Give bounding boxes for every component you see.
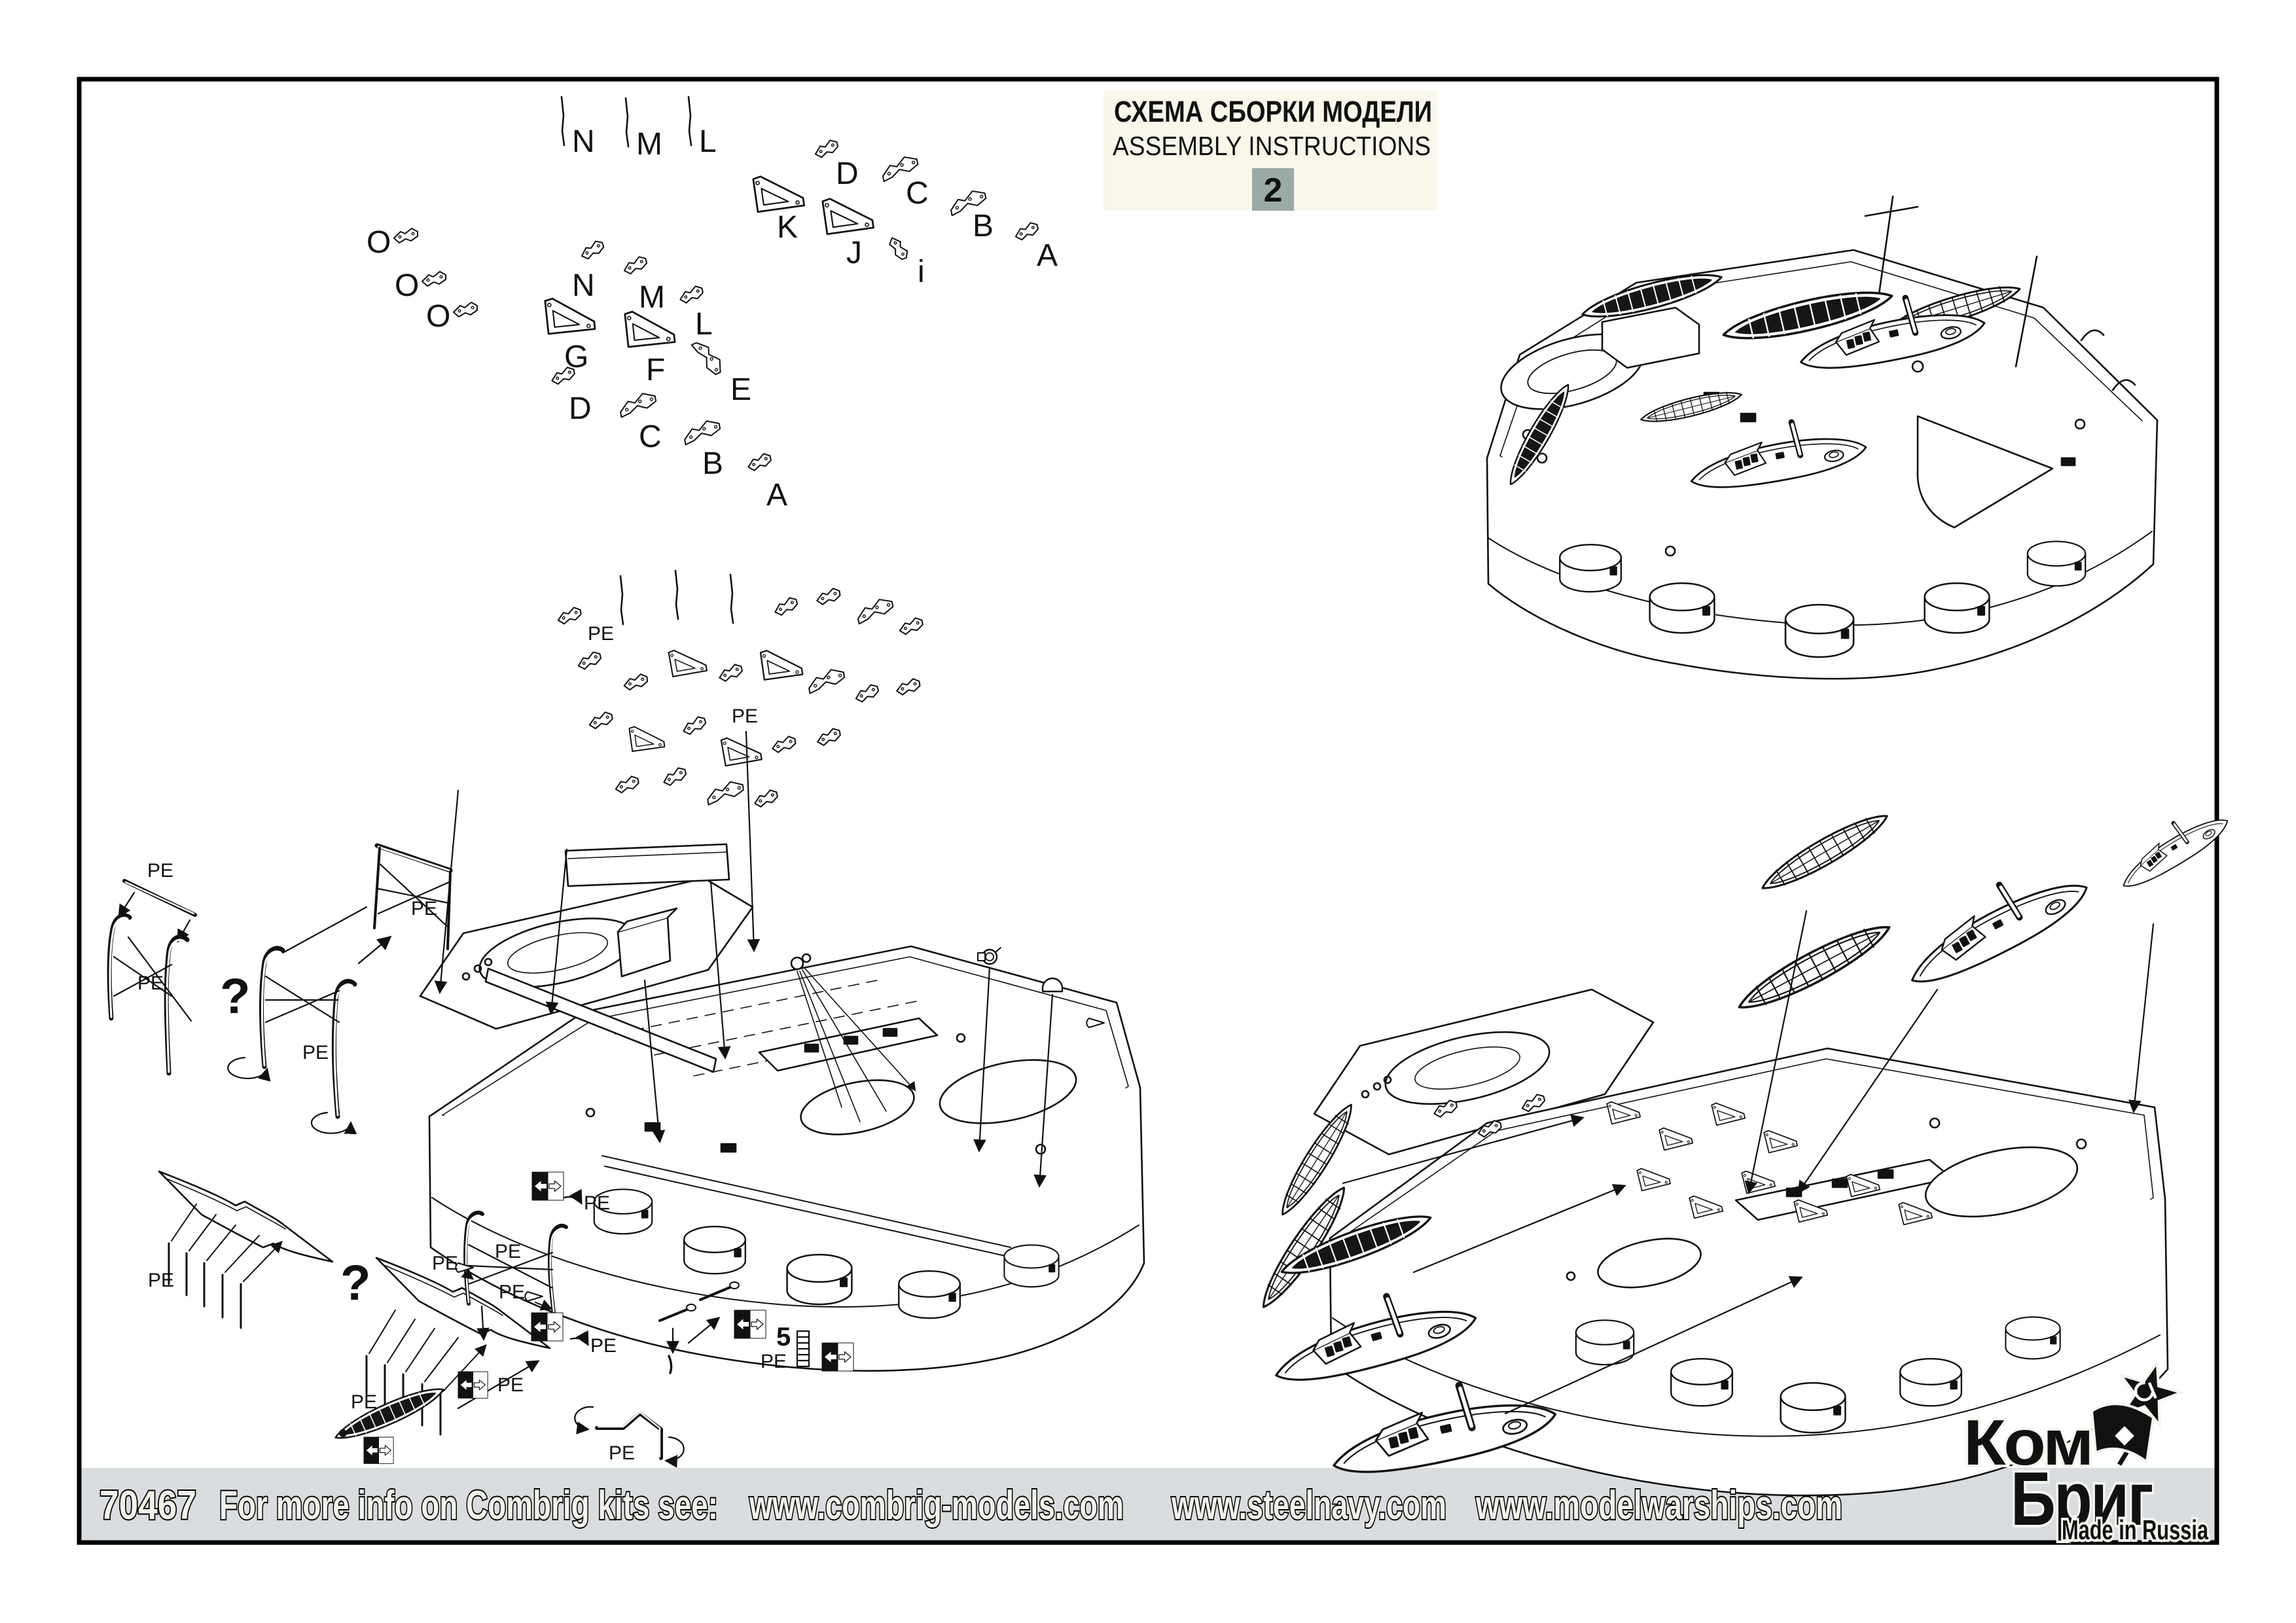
title-block: СХЕМА СБОРКИ МОДЕЛИ ASSEMBLY INSTRUCTION… xyxy=(1103,91,1437,211)
pe-label: PE xyxy=(147,860,173,882)
flip-part-icon xyxy=(821,1342,854,1372)
part-letter: B xyxy=(973,209,994,243)
davit-frame-diagram xyxy=(454,1210,568,1341)
small-fittings-diagram xyxy=(574,1281,810,1468)
pe-label: PE xyxy=(137,972,164,994)
part-letter: F xyxy=(646,353,665,387)
kit-number: 70467 xyxy=(99,1483,196,1528)
part-letter: N xyxy=(572,268,595,303)
part-letter: J xyxy=(846,236,862,270)
footer-link-modelwarships: www.modelwarships.com xyxy=(1475,1483,1842,1528)
flip-part-icon xyxy=(363,1436,394,1465)
flag-icon xyxy=(2090,1402,2155,1466)
pe-label: PE xyxy=(411,898,437,919)
question-mark-label: ? xyxy=(220,969,250,1024)
logo-brand-bottom: Бриг xyxy=(2011,1456,2153,1541)
right-exploded-ship-drawing xyxy=(1252,798,2233,1497)
horn-part xyxy=(790,953,812,971)
sheet-number: 2 xyxy=(1264,171,1283,209)
part-letter: O xyxy=(426,299,450,334)
part-letter: K xyxy=(777,210,798,245)
skid-platform-1 xyxy=(158,1170,334,1329)
skid-platform-2 xyxy=(365,1257,551,1436)
part-letter: C xyxy=(639,419,662,454)
pe-label: PE xyxy=(590,1335,617,1357)
railing-step-1 xyxy=(107,879,197,1076)
pe-label: PE xyxy=(302,1042,329,1063)
pe-label: PE xyxy=(584,1192,610,1214)
left-exploded-ship-drawing xyxy=(419,730,1145,1372)
part-letter: L xyxy=(699,124,717,159)
part-letter: O xyxy=(367,225,391,260)
footer-link-steelnavy: www.steelnavy.com xyxy=(1171,1483,1446,1528)
footer-prompt: For more info on Combrig kits see: xyxy=(219,1483,718,1528)
pe-label: PE xyxy=(588,623,614,645)
part-letter: C xyxy=(906,176,929,211)
part-letter: E xyxy=(730,372,751,407)
page-title-ru: СХЕМА СБОРКИ МОДЕЛИ xyxy=(1114,95,1432,128)
pe-label: PE xyxy=(495,1241,521,1262)
assembled-ship-drawing xyxy=(1486,195,2159,680)
quantity-label: 5 xyxy=(776,1323,791,1351)
footer-info: 70467 For more info on Combrig kits see:… xyxy=(98,1482,1844,1529)
part-letter: O xyxy=(395,268,419,303)
part-letter: D xyxy=(569,391,592,426)
railing-diagrams xyxy=(107,843,453,1135)
pe-label: PE xyxy=(497,1374,524,1396)
part-letter: A xyxy=(1037,238,1058,273)
flip-part-icon xyxy=(457,1371,488,1399)
pe-annotations: PE PE PE PE PE PE PE PE PE PE PE PE PE P… xyxy=(137,623,791,1464)
pe-label: PE xyxy=(148,1270,174,1291)
part-letter: B xyxy=(702,446,723,481)
flip-icons xyxy=(363,1171,854,1465)
logo-origin: Made in Russia xyxy=(2062,1514,2208,1545)
footer-link-combrig: www.combrig-models.com xyxy=(749,1483,1124,1528)
page-title-en: ASSEMBLY INSTRUCTIONS xyxy=(1113,131,1431,161)
page-border-frame xyxy=(77,77,2219,1545)
part-letter: D xyxy=(836,156,859,191)
part-letter: L xyxy=(695,307,713,342)
part-letter: i xyxy=(918,255,925,289)
flip-part-icon xyxy=(531,1312,564,1342)
part-letter-labels: N M L D C K J B i A O O O N M L G F E D … xyxy=(367,124,1058,512)
flip-part-icon xyxy=(531,1171,564,1201)
railing-step-3 xyxy=(373,843,453,950)
part-letter: G xyxy=(564,340,588,374)
pe-label: PE xyxy=(761,1351,787,1372)
pe-label: PE xyxy=(351,1391,377,1413)
pe-label: PE xyxy=(432,1253,458,1274)
pe-label: PE xyxy=(732,705,758,727)
part-letter: M xyxy=(639,280,665,315)
pe-label: PE xyxy=(499,1281,525,1303)
flip-part-icon xyxy=(734,1310,766,1339)
railing-step-2 xyxy=(227,906,392,1135)
part-letter: N xyxy=(572,124,595,159)
question-mark-label: ? xyxy=(340,1255,370,1311)
part-letter: A xyxy=(766,478,787,512)
logo-brand-top: Ком xyxy=(1964,1406,2092,1478)
part-letter: M xyxy=(636,127,662,162)
sheet-number-badge xyxy=(1252,168,1294,211)
combrig-logo: Ком Бриг Made in Russia xyxy=(1961,1359,2211,1548)
pe-label: PE xyxy=(609,1442,635,1464)
boat-skid-diagrams xyxy=(158,1170,568,1448)
